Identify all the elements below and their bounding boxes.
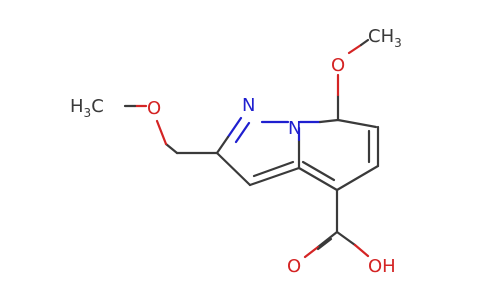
bond-ch2-o <box>164 142 179 155</box>
atom-oh-acid: OH <box>368 256 396 277</box>
atom-h3c-left: H3C <box>70 96 104 120</box>
atom-h3c-left-c: C <box>91 96 104 117</box>
atom-n-pyrazole: N <box>242 95 255 116</box>
bond-ccooh-o-double-2 <box>316 237 333 251</box>
bond-ch2-o-half <box>155 119 168 146</box>
bonds <box>123 38 380 259</box>
bond-c3-c3a-inner <box>252 160 295 178</box>
atom-o-methoxymethyl: O <box>147 98 161 119</box>
atom-ch3-ring-c: CH <box>368 26 394 47</box>
atom-ch3-ring-sub: 3 <box>394 36 402 50</box>
atom-h3c-left-sub: 3 <box>84 106 92 120</box>
atom-labels: N N O CH3 O H3C O OH <box>70 26 402 277</box>
bond-c4-c3a-inner <box>301 160 336 182</box>
bond-c5-c4 <box>335 164 380 192</box>
bond-c2-c3 <box>215 151 252 187</box>
bond-omethoxy-ch3 <box>359 38 370 47</box>
bond-c7-c6 <box>336 118 378 129</box>
bond-ccooh-o-double <box>316 230 339 249</box>
atom-o-methoxy: O <box>331 55 345 76</box>
bond-ccooh-o-double-half <box>303 245 320 259</box>
bond-ccooh-oh-half <box>353 243 370 258</box>
bond-npyr-c2-half <box>226 116 243 139</box>
atom-o-carbonyl: O <box>287 256 301 277</box>
bond-npyr-c2-inner-half <box>234 121 251 144</box>
bond-c7a-c7 <box>318 118 340 124</box>
bond-ccooh-oh <box>335 230 357 247</box>
atom-h3c-left-h: H <box>70 96 84 117</box>
bond-omethoxy-ch3-half <box>347 43 363 55</box>
atom-ch3-ring: CH3 <box>368 26 402 50</box>
atom-n-bridgehead: N <box>288 118 301 139</box>
bond-c2-npyr <box>215 135 230 155</box>
bond-c4-c3a <box>297 166 339 192</box>
bond-c3-c3a <box>248 166 301 187</box>
